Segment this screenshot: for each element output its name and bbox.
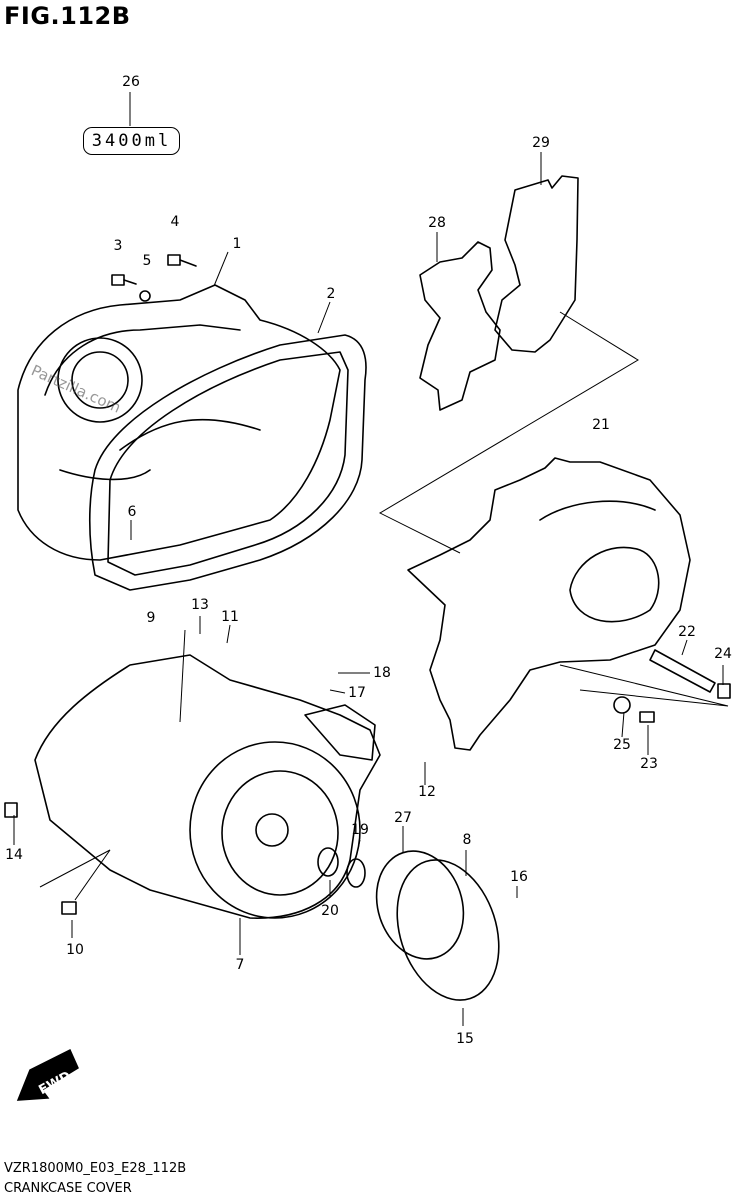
diagram-code: VZR1800M0_E03_E28_112B — [4, 1161, 187, 1176]
magneto-cover-7 — [4, 654, 381, 919]
callout-21: 21 — [592, 417, 610, 433]
callout-12: 12 — [418, 784, 436, 800]
callout-19: 19 — [351, 822, 369, 838]
callout-17: 17 — [348, 685, 366, 701]
callout-11: 11 — [221, 609, 239, 625]
callout-10: 10 — [66, 942, 84, 958]
plate-28 — [419, 241, 501, 411]
callout-22: 22 — [678, 624, 696, 640]
callout-29: 29 — [532, 135, 550, 151]
callout-18: 18 — [373, 665, 391, 681]
callout-24: 24 — [714, 646, 732, 662]
crankcase-cover-inner — [17, 284, 341, 561]
plate-29 — [494, 175, 579, 353]
callout-26: 26 — [122, 74, 140, 90]
callout-23: 23 — [640, 756, 658, 772]
crankcase-cover-outer-21 — [407, 457, 691, 751]
diagram-name: CRANKCASE COVER — [4, 1181, 132, 1196]
callout-15: 15 — [456, 1031, 474, 1047]
bolts-top — [111, 254, 197, 302]
callout-9: 9 — [146, 610, 156, 626]
fwd-arrow — [16, 1048, 79, 1101]
callout-8: 8 — [462, 832, 472, 848]
callout-13: 13 — [191, 597, 209, 613]
pins-right — [613, 649, 731, 723]
callout-27: 27 — [394, 810, 412, 826]
callout-28: 28 — [428, 215, 446, 231]
leader-lines — [13, 92, 729, 1026]
sealant-box: 3400ml — [83, 127, 180, 155]
callout-2: 2 — [326, 286, 336, 302]
figure-title: FIG.112B — [4, 2, 131, 30]
callout-7: 7 — [235, 957, 245, 973]
callout-1: 1 — [232, 236, 242, 252]
callout-25: 25 — [613, 737, 631, 753]
clutch-cover-8 — [317, 847, 500, 1001]
callout-14: 14 — [5, 847, 23, 863]
callout-5: 5 — [142, 253, 152, 269]
gasket — [88, 334, 367, 591]
callout-4: 4 — [170, 214, 180, 230]
callout-16: 16 — [510, 869, 528, 885]
callout-20: 20 — [321, 903, 339, 919]
callout-3: 3 — [113, 238, 123, 254]
callout-6: 6 — [127, 504, 137, 520]
